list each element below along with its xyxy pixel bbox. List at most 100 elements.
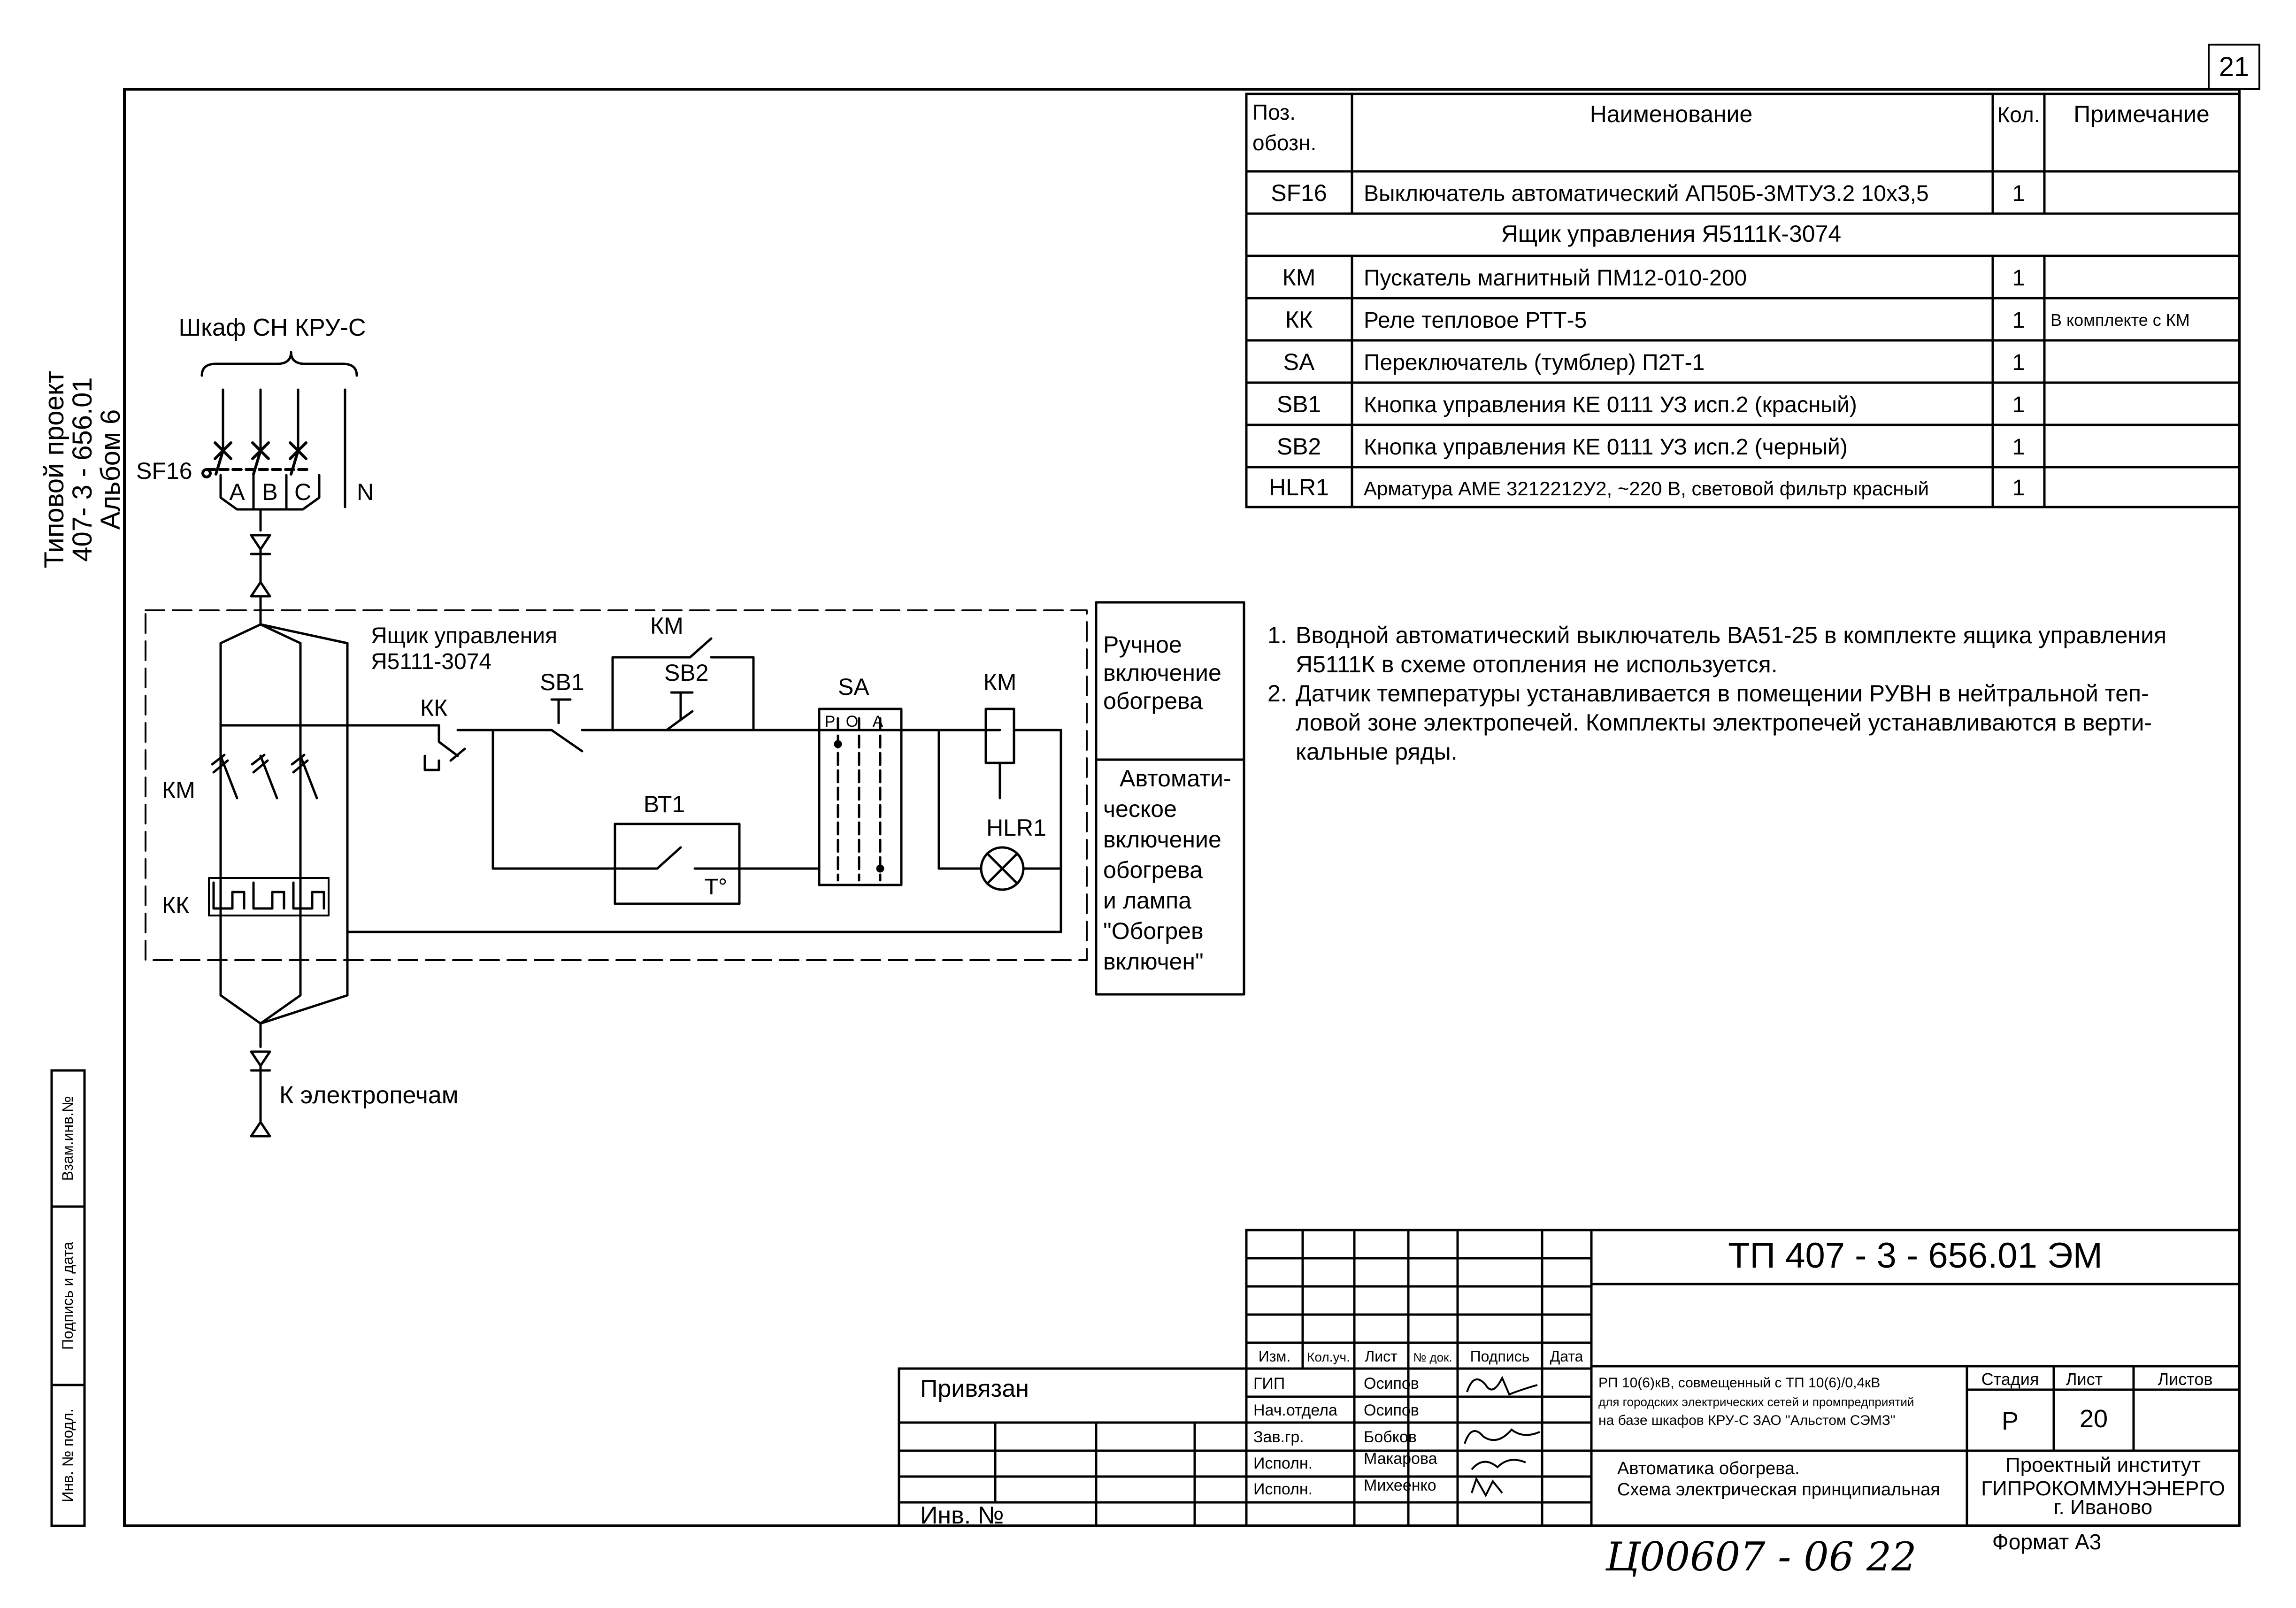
stage-label: Стадия	[1981, 1369, 2039, 1389]
header-pos-1: Поз.	[1252, 100, 1296, 124]
sb2-pushbutton	[665, 691, 755, 731]
km-aux-contact	[689, 637, 755, 659]
project-desc: на базе шкафов КРУ-С ЗАО "Альстом СЭМЗ"	[1598, 1413, 1896, 1428]
sb1-label: SB1	[540, 669, 584, 695]
legend-auto: ческое	[1103, 796, 1177, 822]
row-name: Переключатель (тумблер) П2Т-1	[1364, 350, 1705, 375]
svg-text:Типовой проект: Типовой проект	[39, 371, 69, 569]
legend-auto: включение	[1103, 826, 1221, 853]
connector-symbol	[250, 581, 271, 598]
row-name: Кнопка управления КЕ 0111 УЗ исп.2 (крас…	[1364, 392, 1857, 417]
legend-auto: обогрева	[1103, 857, 1203, 883]
page-number: 21	[2219, 52, 2250, 82]
row-pos: SB2	[1277, 433, 1321, 460]
phase-c: C	[294, 479, 311, 505]
col-header: Дата	[1550, 1348, 1583, 1365]
row-qty: 1	[2012, 181, 2025, 206]
sheet-value: 20	[2080, 1405, 2108, 1433]
name: Осипов	[1364, 1401, 1419, 1419]
col-header: Кол.уч.	[1307, 1350, 1350, 1364]
row-pos: КК	[1285, 307, 1313, 333]
legend-manual: включение	[1103, 660, 1221, 686]
row-qty: 1	[2012, 308, 2025, 333]
phase-enclosure	[219, 474, 321, 511]
cabinet-label: Шкаф СН КРУ-С	[179, 314, 366, 341]
org: ГИПРОКОММУНЭНЕРГО	[1981, 1477, 2225, 1500]
kk-main-label: КК	[162, 892, 189, 918]
org: г. Иваново	[2054, 1496, 2152, 1519]
svg-text:407- 3 - 656.01: 407- 3 - 656.01	[67, 377, 98, 562]
note-2-line: кальные ряды.	[1296, 739, 1458, 765]
row-pos: SA	[1283, 349, 1315, 375]
legend-auto: "Обогрев	[1103, 918, 1204, 944]
phase-b: B	[262, 479, 277, 505]
row-qty: 1	[2012, 266, 2025, 291]
box-label-2: Я5111-3074	[371, 649, 491, 674]
note-2-line: Датчик температуры устанавливается в пом…	[1296, 680, 2149, 707]
col-header: № док.	[1413, 1350, 1452, 1364]
legend-auto: включен"	[1103, 948, 1204, 975]
row-name: Пускатель магнитный ПМ12-010-200	[1364, 266, 1747, 291]
role: Нач.отдела	[1253, 1401, 1337, 1419]
km-main-label: КМ	[162, 777, 195, 803]
row-pos: SB1	[1277, 391, 1321, 417]
row-pos: SF16	[1271, 180, 1327, 206]
format-label: Формат А3	[1992, 1530, 2101, 1554]
sheet-title: Схема электрическая принципиальная	[1617, 1480, 1940, 1500]
row-pos: HLR1	[1269, 474, 1329, 500]
legend-auto: и лампа	[1103, 887, 1191, 914]
bound-label: Привязан	[920, 1375, 1029, 1402]
connector-symbol	[250, 1121, 271, 1138]
breaker-contacts	[201, 441, 311, 478]
col-header: Изм.	[1259, 1348, 1291, 1365]
row-qty: 1	[2012, 476, 2025, 500]
note-2-num: 2.	[1267, 680, 1287, 707]
field-inv-podl: Инв. № подл.	[59, 1408, 76, 1502]
legend-auto-box	[1095, 758, 1245, 996]
header-pos-2: обозн.	[1252, 131, 1316, 155]
legend-auto: Автомати-	[1120, 765, 1231, 792]
field-signature-date: Подпись и дата	[59, 1242, 76, 1350]
phase-a: A	[229, 479, 245, 505]
row-name: Арматура АМЕ 3212212У2, ~220 В, световой…	[1364, 477, 1929, 500]
name: Бобков	[1364, 1428, 1417, 1446]
header-note: Примечание	[2073, 101, 2209, 127]
notes: 1. Вводной автоматический выключатель ВА…	[1267, 622, 2166, 765]
sb2-label: SB2	[664, 660, 709, 686]
to-furnaces-label: К электропечам	[279, 1082, 459, 1109]
field-vzam-inv: Взам.инв.№	[59, 1096, 76, 1181]
km-main-contacts	[211, 724, 318, 800]
sa-pos-o: О	[846, 713, 858, 731]
row-pos: КМ	[1282, 264, 1316, 291]
sb1-pushbutton	[550, 698, 612, 753]
designation: ТП 407 - 3 - 656.01 ЭМ	[1728, 1236, 2103, 1276]
role: ГИП	[1253, 1375, 1285, 1393]
signatures	[1464, 1376, 1540, 1498]
name: Макарова	[1364, 1450, 1437, 1468]
kk-aux-label: КК	[420, 695, 447, 721]
hlr1-label: HLR1	[986, 815, 1046, 841]
header-qty: Кол.	[1997, 102, 2040, 127]
note-1-line: Я5111К в схеме отопления не используется…	[1296, 651, 1778, 677]
role: Исполн.	[1253, 1480, 1313, 1498]
sf16-label: SF16	[136, 458, 192, 484]
circuit-diagram	[145, 351, 1245, 1138]
spec-table: Поз. обозн. Наименование Кол. Примечание…	[1245, 92, 2241, 508]
col-header: Лист	[1365, 1348, 1398, 1365]
side-fields	[50, 1069, 86, 1527]
legend-manual: Ручное	[1103, 631, 1182, 658]
control-box-boundary	[145, 609, 1088, 961]
note-1-line: Вводной автоматический выключатель ВА51-…	[1296, 622, 2166, 648]
project-desc: РП 10(6)кВ, совмещенный с ТП 10(6)/0,4кВ	[1598, 1375, 1880, 1391]
note-2-line: ловой зоне электропечей. Комплекты элект…	[1296, 709, 2152, 736]
sheet-title: Автоматика обогрева.	[1617, 1459, 1800, 1478]
sa-switch	[818, 708, 903, 886]
role: Исполн.	[1253, 1454, 1313, 1472]
note-1-num: 1.	[1267, 622, 1287, 648]
km-aux-label: КМ	[650, 613, 683, 639]
svg-text:Альбом 6: Альбом 6	[95, 409, 126, 530]
project-desc: для городских электрических сетей и пром…	[1598, 1395, 1914, 1409]
row-qty: 1	[2012, 435, 2025, 460]
phase-n: N	[357, 479, 374, 505]
